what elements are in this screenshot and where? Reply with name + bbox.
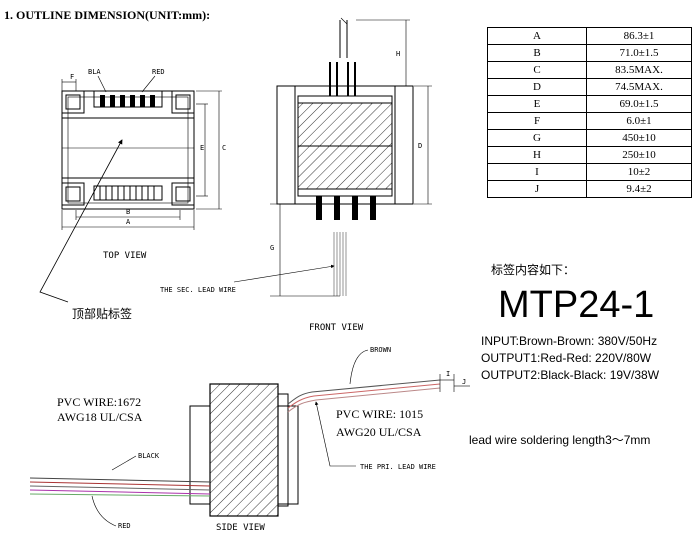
dim-value: 6.0±1	[586, 112, 692, 130]
dim-value: 74.5MAX.	[586, 78, 692, 96]
side-core-hatch	[209, 383, 279, 517]
dim-value: 10±2	[586, 163, 692, 181]
dim-key: J	[487, 180, 587, 198]
dim-key: E	[487, 95, 587, 113]
dim-value: 250±10	[586, 146, 692, 164]
spec-output-1: OUTPUT1:Red-Red: 220V/80W	[481, 351, 652, 365]
dim-c-label: C	[222, 144, 226, 152]
pvc-wire-1-type: PVC WIRE:1672	[57, 395, 141, 409]
pri-lead-label: THE PRI. LEAD WIRE	[360, 463, 436, 471]
dim-f-label: F	[70, 73, 74, 81]
label-callout: 顶部贴标签	[72, 306, 132, 321]
dim-key: H	[487, 146, 587, 164]
dim-value: 83.5MAX.	[586, 61, 692, 79]
dim-j-label: J	[462, 378, 466, 386]
pvc-wire-1-gauge: AWG18 UL/CSA	[57, 410, 143, 424]
side-wire-brown-label: BROWN	[370, 346, 391, 354]
spec-input: INPUT:Brown-Brown: 380V/50Hz	[481, 334, 658, 348]
section-heading: 1. OUTLINE DIMENSION(UNIT:mm):	[4, 8, 211, 22]
primary-wire-bundle	[287, 379, 441, 413]
dim-key: F	[487, 112, 587, 130]
side-wire-black-label: BLACK	[138, 452, 160, 460]
dim-key: D	[487, 78, 587, 96]
side-view: BLACK RED BROWN PVC WIRE:1672 AWG18 UL/C…	[29, 346, 470, 533]
dim-value: 450±10	[586, 129, 692, 147]
dim-key: G	[487, 129, 587, 147]
dim-value: 69.0±1.5	[586, 95, 692, 113]
solder-length-note: lead wire soldering length3～7mm	[469, 433, 651, 447]
dim-g-label: G	[270, 244, 274, 252]
dim-key: B	[487, 44, 587, 62]
dim-b-label: B	[126, 208, 130, 216]
dim-key: A	[487, 27, 587, 45]
side-view-caption: SIDE VIEW	[216, 523, 265, 533]
dim-i-label: I	[446, 370, 450, 378]
sec-lead-label: THE SEC. LEAD WIRE	[160, 286, 236, 294]
dim-value: 71.0±1.5	[586, 44, 692, 62]
dim-key: I	[487, 163, 587, 181]
model-number: MTP24-1	[498, 284, 655, 326]
dim-key: C	[487, 61, 587, 79]
top-view: BLA RED F B A E C 顶部贴标签 TOP VIEW	[39, 68, 226, 321]
dim-value: 9.4±2	[586, 180, 692, 198]
dim-value: 86.3±1	[586, 27, 692, 45]
label-content-title: 标签内容如下：	[491, 263, 576, 277]
dim-a-label: A	[126, 218, 131, 226]
side-wire-red-label: RED	[118, 522, 131, 530]
pvc-wire-2-gauge: AWG20 UL/CSA	[336, 425, 422, 439]
top-view-body	[61, 90, 195, 210]
front-view-caption: FRONT VIEW	[309, 323, 364, 333]
top-wire-black-label: BLA	[88, 68, 101, 76]
pvc-wire-2-type: PVC WIRE: 1015	[336, 407, 423, 421]
top-wire-red-label: RED	[152, 68, 165, 76]
dim-e-label: E	[200, 144, 204, 152]
top-terminals	[93, 90, 163, 108]
bottom-terminals	[93, 185, 163, 201]
front-view: H D G THE SEC. LEAD WIRE FRONT VIEW	[160, 17, 432, 333]
top-view-caption: TOP VIEW	[103, 251, 147, 261]
spec-output-2: OUTPUT2:Black-Black: 19V/38W	[481, 368, 660, 382]
dim-h-label: H	[396, 50, 400, 58]
secondary-wire-bundle	[29, 477, 211, 497]
dim-d-label: D	[418, 142, 422, 150]
